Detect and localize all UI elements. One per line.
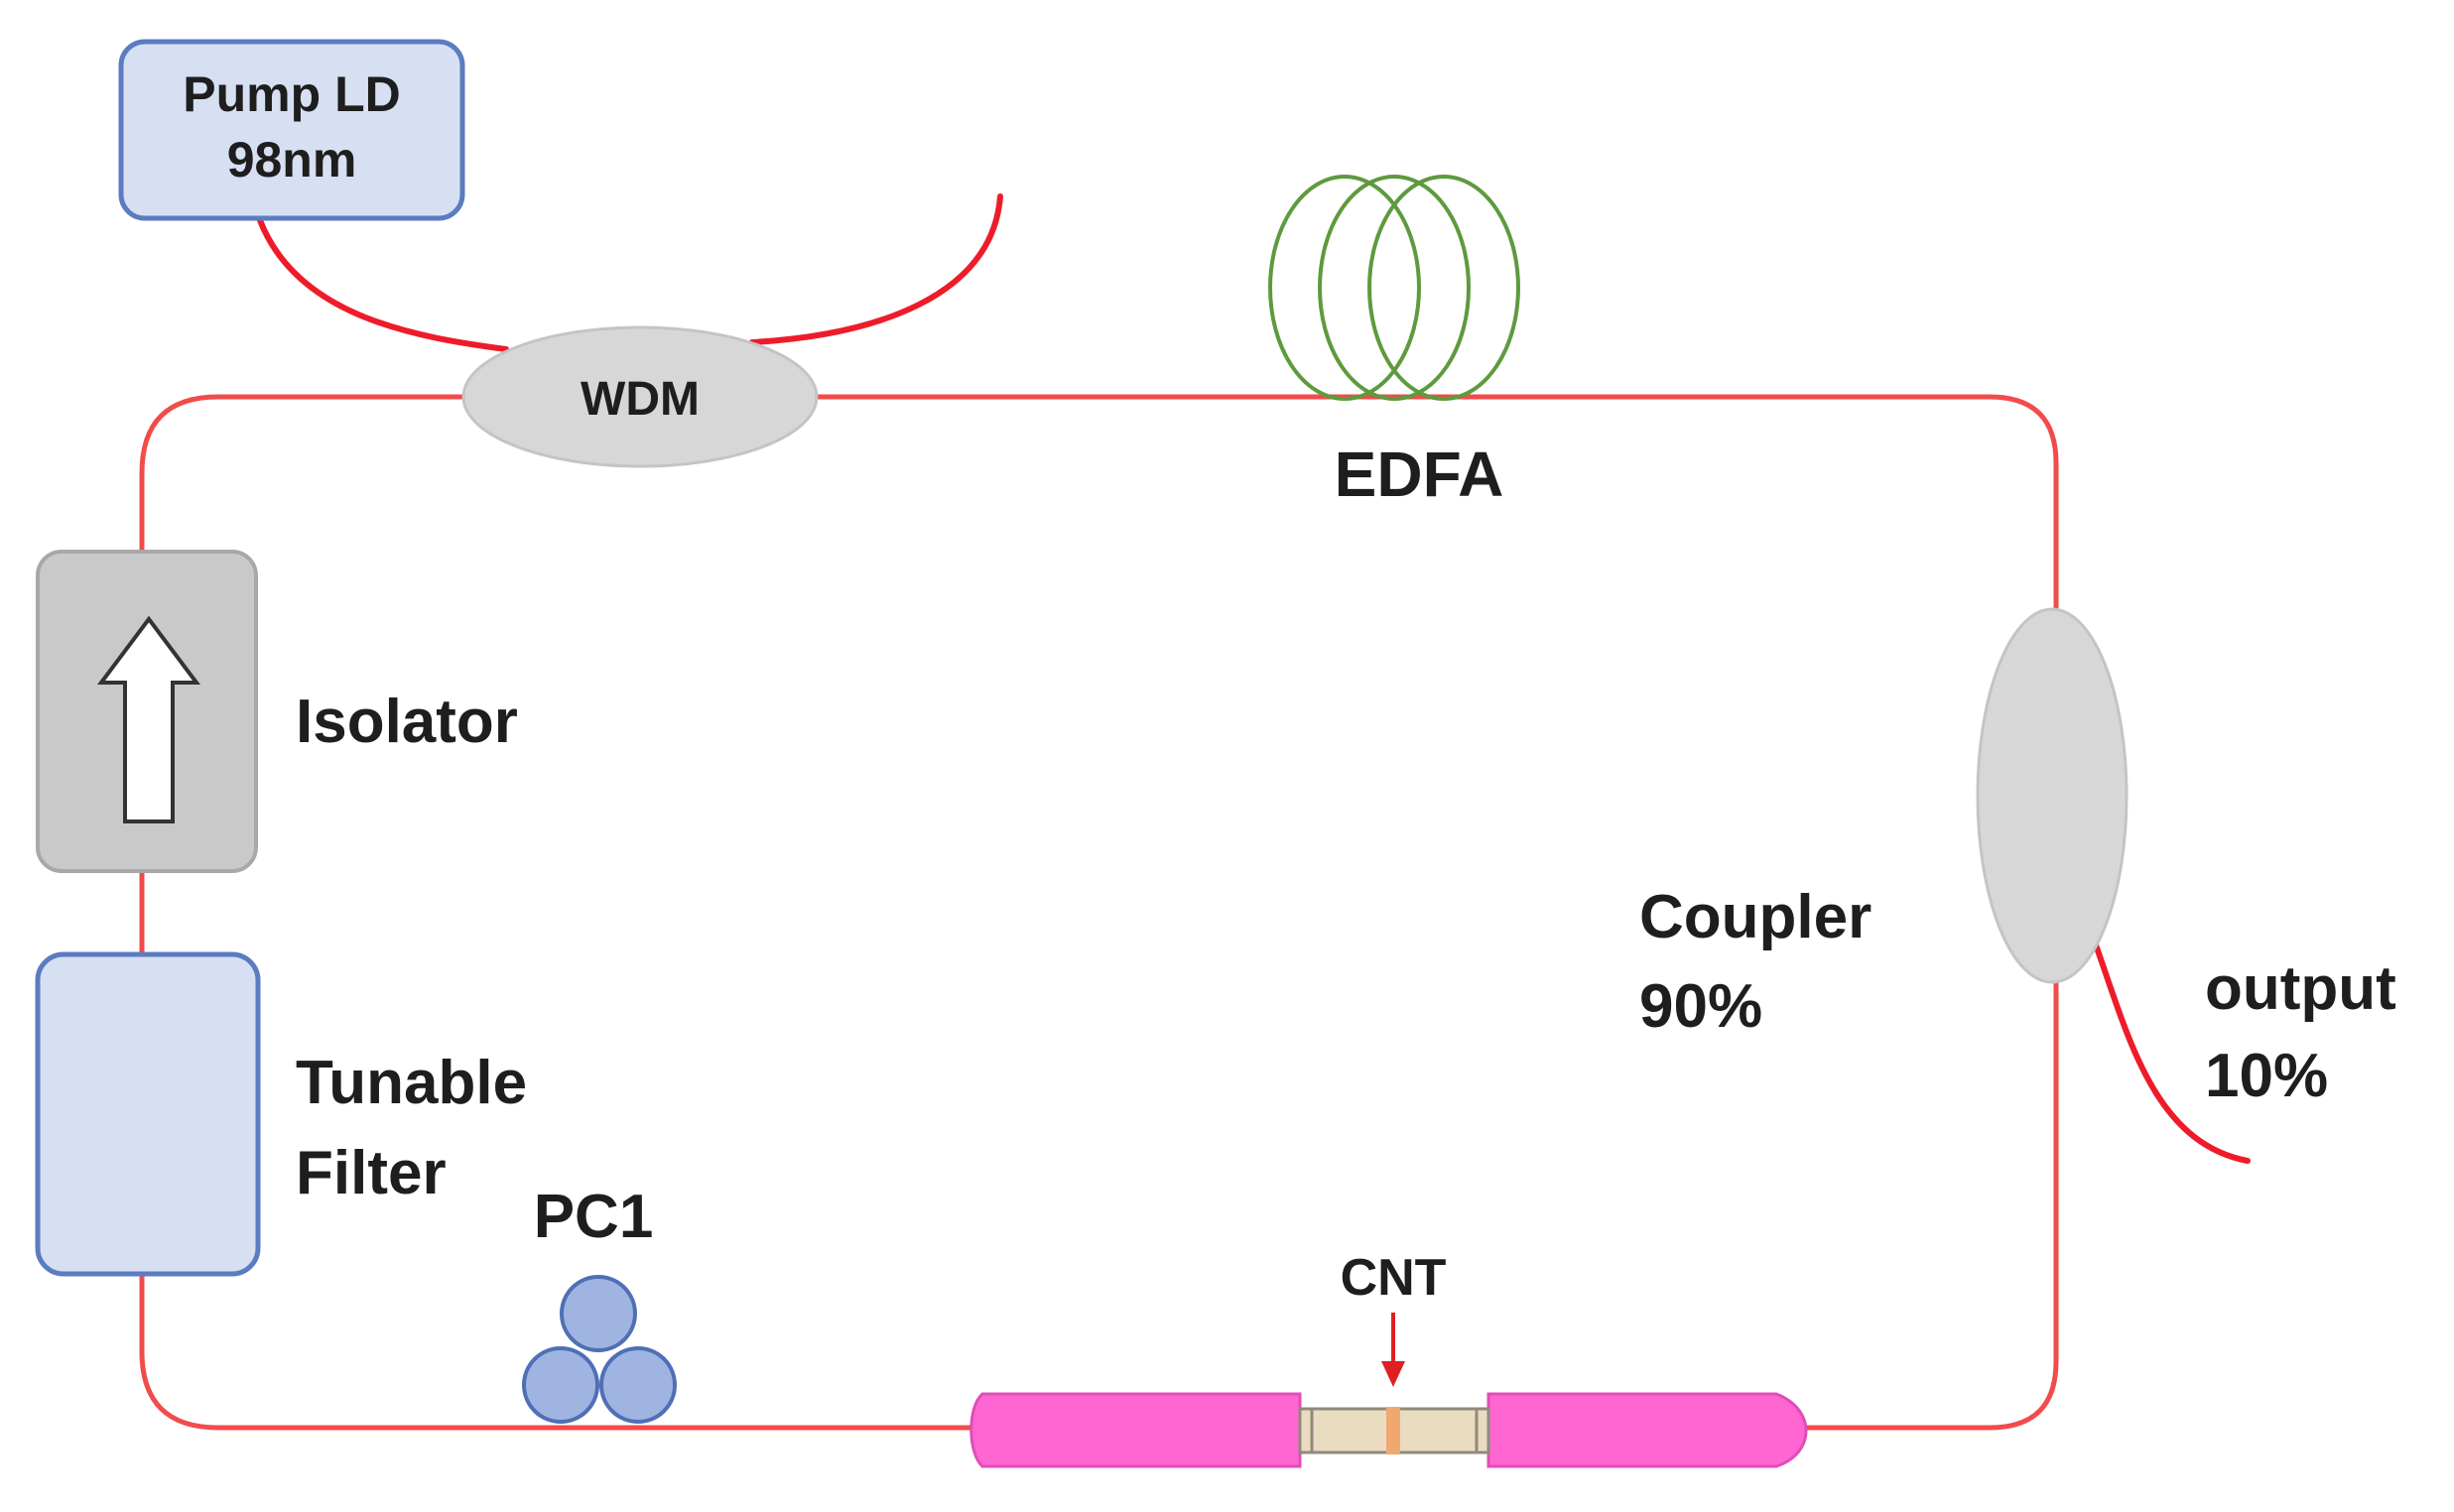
tunable-filter-box: [35, 951, 261, 1277]
pc1-label: PC1: [534, 1183, 654, 1251]
isolator-label: Isolator: [296, 688, 518, 756]
fiber-ring: [139, 394, 2059, 1431]
wdm-coupler: WDM: [461, 325, 819, 468]
cnt-label: CNT: [1341, 1249, 1447, 1307]
polarization-controller: [522, 1275, 677, 1424]
pump-lead-fiber: [257, 217, 509, 352]
cnt-arrow-icon: [1381, 1313, 1405, 1387]
pump-ld-box: Pump LD 98nm: [118, 39, 465, 221]
wdm-free-port-fiber: [749, 193, 1003, 345]
cnt-connector-right: [1486, 1392, 1808, 1468]
coupler-label-line2: 90%: [1639, 972, 1762, 1041]
wdm-label: WDM: [581, 373, 700, 426]
up-arrow-icon: [97, 615, 200, 823]
output-lead-fiber: [2081, 910, 2251, 1164]
edfa-coil: [1268, 175, 1520, 401]
filter-label-line1: Tunable: [296, 1049, 527, 1117]
output-label-line2: 10%: [2205, 1042, 2328, 1110]
filter-label-line2: Filter: [296, 1139, 447, 1207]
cnt-connector-left: [969, 1392, 1302, 1468]
pump-ld-wavelength: 98nm: [227, 132, 357, 188]
output-label-line1: output: [2205, 954, 2396, 1023]
pump-ld-label: Pump LD: [183, 66, 400, 122]
cnt-ferrule: [1298, 1407, 1490, 1454]
isolator-box: [36, 550, 258, 873]
output-coupler: [1976, 607, 2129, 984]
edfa-label: EDFA: [1335, 439, 1504, 510]
coupler-label-line1: Coupler: [1639, 883, 1872, 951]
